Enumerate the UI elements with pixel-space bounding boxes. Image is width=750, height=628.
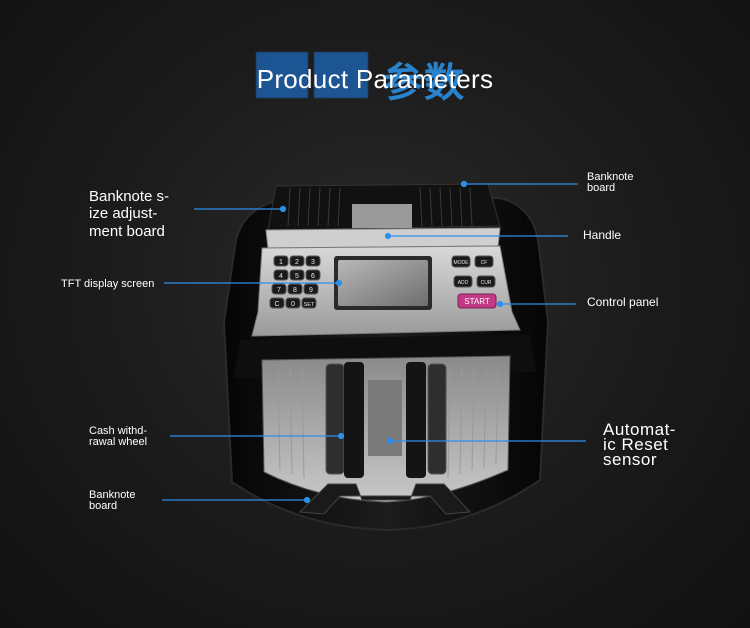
key-c: C [274, 301, 279, 308]
label-bottom-banknote-board: Banknote board [89, 490, 135, 512]
key-7: 7 [277, 287, 281, 294]
label-line: board [587, 182, 616, 194]
label-cash-withdrawal-wheel: Cash withd- rawal wheel [89, 426, 147, 448]
label-tft-display: TFT display screen [61, 278, 155, 290]
key-6: 6 [311, 273, 315, 280]
label-line: ic Reset [603, 435, 669, 454]
title-bg-block [256, 52, 308, 98]
label-line: rawal wheel [89, 436, 148, 448]
key-mode: MODE [454, 260, 470, 266]
label-top-banknote-board: Banknote board [587, 172, 633, 194]
label-line: Automat- [603, 420, 676, 439]
key-8: 8 [293, 287, 297, 294]
title-bg-chinese-text: 参数 [382, 60, 466, 106]
key-add: ADD [458, 280, 469, 286]
key-3: 3 [311, 259, 315, 266]
label-size-adjustment-board: Banknote s- ize adjust- ment board [89, 188, 169, 240]
key-0: 0 [291, 301, 295, 308]
page-title: Product Parameters [256, 64, 494, 94]
label-line: ment board [89, 222, 165, 240]
key-cf: CF [481, 260, 488, 266]
start-key-label: START [464, 297, 490, 306]
label-line: ize adjust- [89, 205, 158, 223]
label-line: board [89, 500, 118, 512]
key-cur: CUR [481, 280, 492, 286]
label-handle: Handle [583, 228, 622, 242]
key-5: 5 [295, 273, 299, 280]
key-2: 2 [295, 259, 299, 266]
label-reset-sensor: Automat- ic Reset sensor [603, 420, 676, 469]
key-4: 4 [279, 273, 283, 280]
label-line: Banknote [89, 489, 136, 501]
key-1: 1 [279, 259, 283, 266]
label-line: Banknote [587, 171, 634, 183]
label-control-panel: Control panel [587, 295, 659, 309]
key-set: SET [304, 302, 315, 308]
title-background-graphic: 参数 [250, 46, 510, 108]
title-bg-block [314, 52, 368, 98]
label-line: Cash withd- [89, 425, 148, 437]
key-9: 9 [309, 287, 313, 294]
label-line: Banknote s- [89, 188, 170, 205]
label-line: sensor [603, 450, 658, 469]
